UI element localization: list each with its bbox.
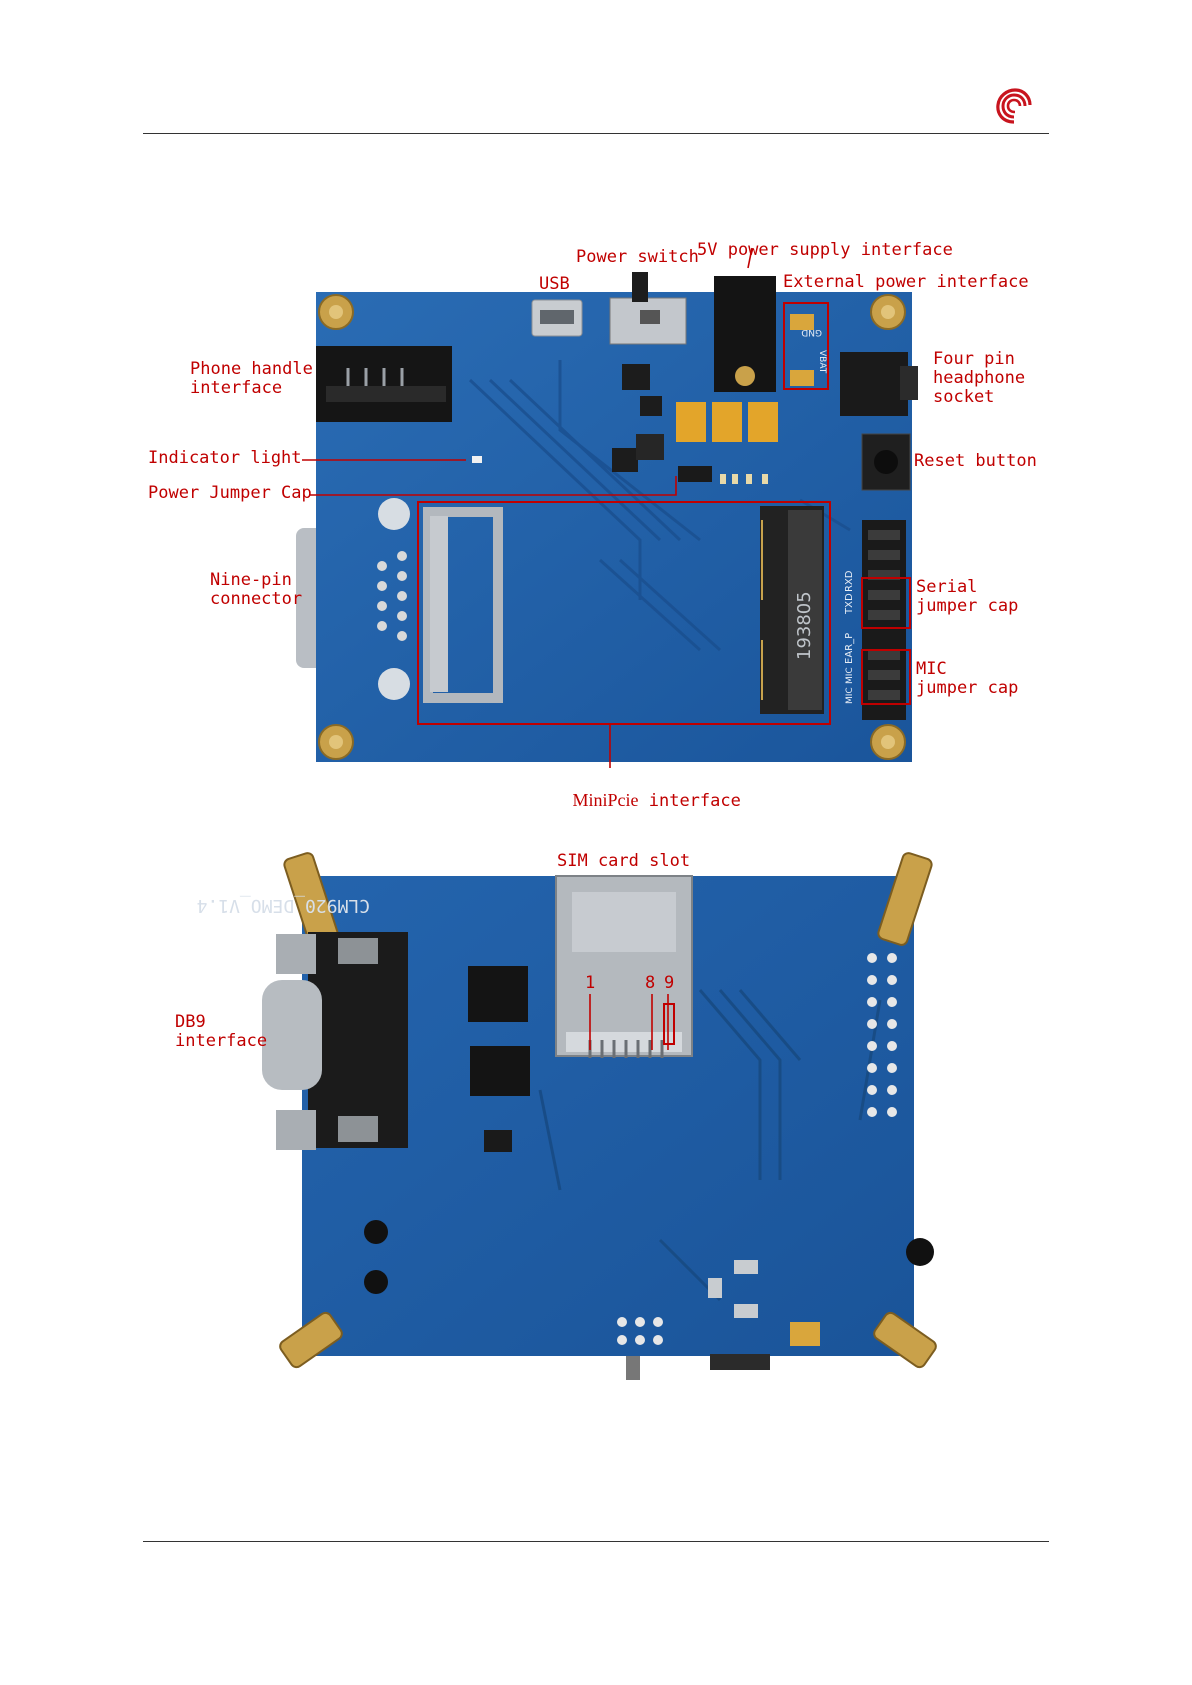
silk-rxd: RXD bbox=[844, 570, 855, 592]
minipcie-box bbox=[417, 501, 831, 725]
silk-txd: TXD bbox=[844, 593, 855, 615]
label-reset: Reset button bbox=[914, 451, 1037, 471]
label-nine-pin: Nine-pin connector bbox=[210, 570, 303, 609]
external-power-box bbox=[783, 302, 829, 390]
footer-rule bbox=[143, 1541, 1049, 1542]
label-5v-power-supply: 5V power supply interface bbox=[697, 240, 953, 260]
top-board-photo: GND VBAT 193805 RXD TXD EAR_P MIC MIC bbox=[296, 247, 918, 768]
label-serial-jumper: Serial jumper cap bbox=[916, 577, 1019, 616]
silk-chip: 193805 bbox=[794, 591, 815, 660]
headphone-jack bbox=[840, 352, 908, 416]
label-minipcie-name: MiniPcie bbox=[572, 790, 639, 810]
label-external-power: External power interface bbox=[783, 272, 1029, 292]
silk-mic: MIC bbox=[845, 667, 855, 684]
label-minipcie-word: interface bbox=[648, 791, 741, 811]
lead-power-jumper bbox=[310, 476, 677, 496]
label-db9: DB9 interface bbox=[175, 1012, 268, 1051]
power-switch bbox=[609, 297, 687, 345]
label-headphone: Four pin headphone socket bbox=[933, 349, 1026, 407]
swirl-logo-icon bbox=[996, 88, 1032, 124]
label-mic-jumper: MIC jumper cap bbox=[916, 659, 1019, 698]
label-sim-slot: SIM card slot bbox=[557, 851, 691, 871]
silk-vbat: VBAT bbox=[817, 350, 827, 374]
indicator-led bbox=[472, 456, 482, 463]
label-indicator: Indicator light bbox=[148, 448, 302, 468]
label-power-switch: Power switch bbox=[576, 247, 699, 267]
db9-connector bbox=[308, 932, 408, 1148]
lead-5v bbox=[747, 247, 753, 269]
label-phone-handle: Phone handle interface bbox=[190, 359, 313, 398]
label-usb: USB bbox=[539, 274, 570, 294]
power-jumper bbox=[678, 466, 712, 482]
silk-mic2: MIC bbox=[845, 687, 855, 704]
mic-jumper-box bbox=[861, 649, 911, 705]
serial-jumper-box bbox=[861, 577, 911, 629]
label-pin-1: 1 bbox=[585, 973, 596, 993]
silk-gnd: GND bbox=[801, 327, 822, 337]
silk-model: CLM920_DEMO_V1.4 bbox=[197, 895, 370, 916]
header-rule bbox=[143, 133, 1049, 134]
label-minipcie: MiniPcie interface bbox=[552, 772, 741, 811]
label-pin-8: 8 bbox=[645, 973, 656, 993]
bottom-board-photo: CLM920_DEMO_V1.4 bbox=[197, 852, 937, 1380]
label-power-jumper: Power Jumper Cap bbox=[148, 483, 312, 503]
label-pin-9: 9 bbox=[664, 973, 675, 993]
silk-ear: EAR_P bbox=[844, 633, 855, 664]
